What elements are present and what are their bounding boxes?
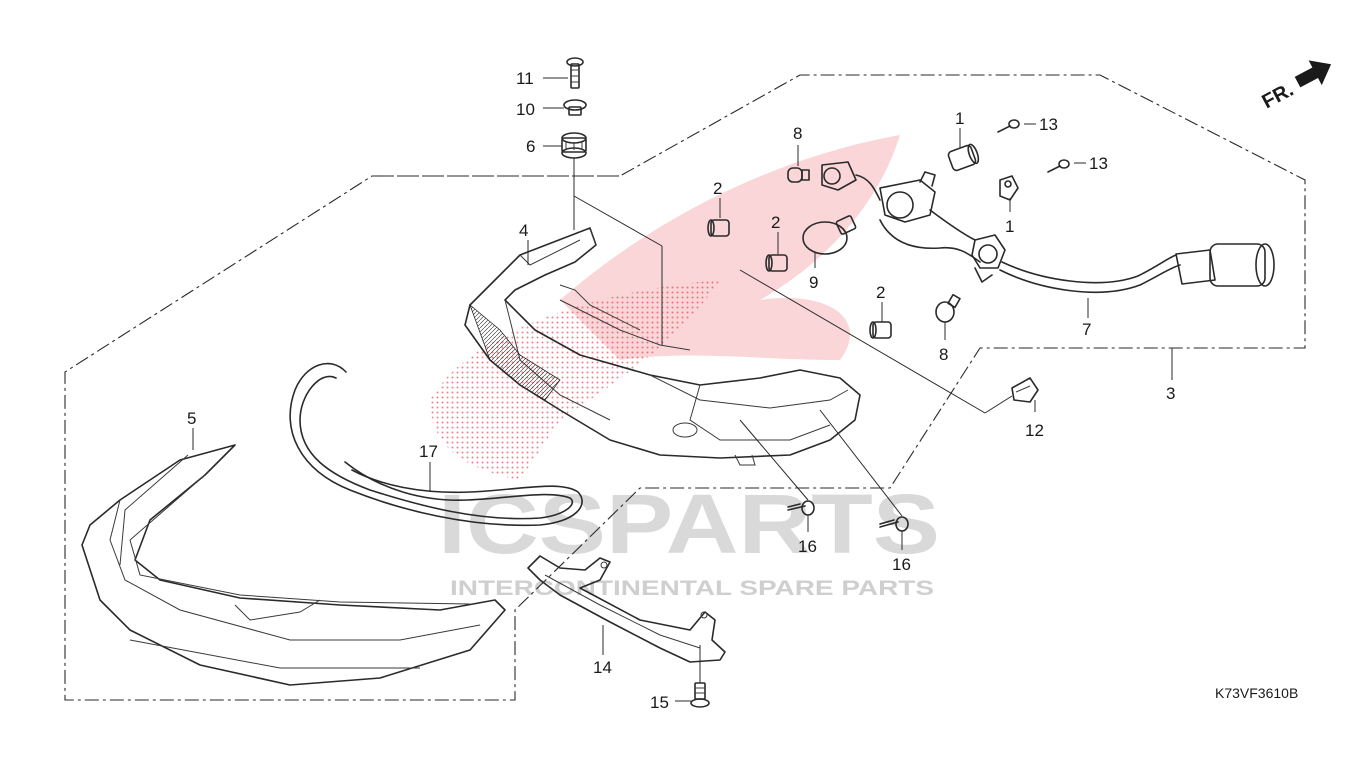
part-6-grommet (561, 132, 587, 159)
part-9-bulb (802, 215, 857, 255)
callout-11: 11 (516, 69, 534, 88)
part-15-bolt (690, 682, 710, 708)
callout-8b: 8 (939, 345, 948, 364)
callout-16b: 16 (892, 555, 911, 574)
callout-15: 15 (650, 693, 669, 712)
watermark-dot-pattern (430, 280, 720, 480)
callout-10: 10 (516, 100, 535, 119)
callout-7: 7 (1082, 320, 1091, 339)
callout-17: 17 (419, 442, 438, 461)
drawing-code: K73VF3610B (1215, 685, 1298, 701)
callout-13a: 13 (1039, 115, 1058, 134)
part-14-bracket (527, 555, 726, 663)
callout-13b: 13 (1089, 154, 1108, 173)
leader-lines (192, 77, 1173, 702)
part-10-washer (563, 99, 587, 116)
callout-6: 6 (526, 137, 535, 156)
part-17-seal (289, 362, 583, 527)
callout-16a: 16 (798, 537, 817, 556)
watermark-brand: ICSPARTS (438, 477, 940, 571)
part-11-screw (566, 57, 584, 89)
callout-2c: 2 (876, 283, 885, 302)
watermark-tagline: INTERCONTINENTAL SPARE PARTS (450, 577, 934, 600)
callout-3: 3 (1166, 384, 1175, 403)
callout-4: 4 (519, 221, 528, 240)
assembly-group-outlines (64, 74, 1306, 701)
callout-2a: 2 (713, 179, 722, 198)
callout-9: 9 (809, 273, 818, 292)
callout-14: 14 (593, 658, 612, 677)
callout-labels: 11 10 6 4 5 17 2 2 2 8 8 9 1 1 13 13 7 3… (187, 69, 1175, 712)
part-12-clip-nut (1011, 377, 1039, 403)
callout-5: 5 (187, 409, 196, 428)
part-1-cushions (947, 143, 1019, 201)
callout-2b: 2 (771, 213, 780, 232)
part-7-socket-harness (821, 161, 1275, 293)
part-2-bushings (707, 219, 892, 339)
part-4-tail-light-housing (464, 227, 861, 466)
front-direction-arrow: FR. (1258, 60, 1332, 114)
watermark: ICSPARTS INTERCONTINENTAL SPARE PARTS (430, 135, 940, 600)
part-5-tail-cover (81, 444, 506, 686)
arrow-right-icon (1294, 60, 1332, 88)
part-8-bulbs (787, 167, 961, 323)
callout-1a: 1 (955, 109, 964, 128)
part-13-screws (997, 119, 1070, 173)
callout-8a: 8 (793, 124, 802, 143)
front-indicator-label: FR. (1258, 79, 1297, 114)
callout-1b: 1 (1005, 217, 1014, 236)
callout-12: 12 (1025, 421, 1044, 440)
